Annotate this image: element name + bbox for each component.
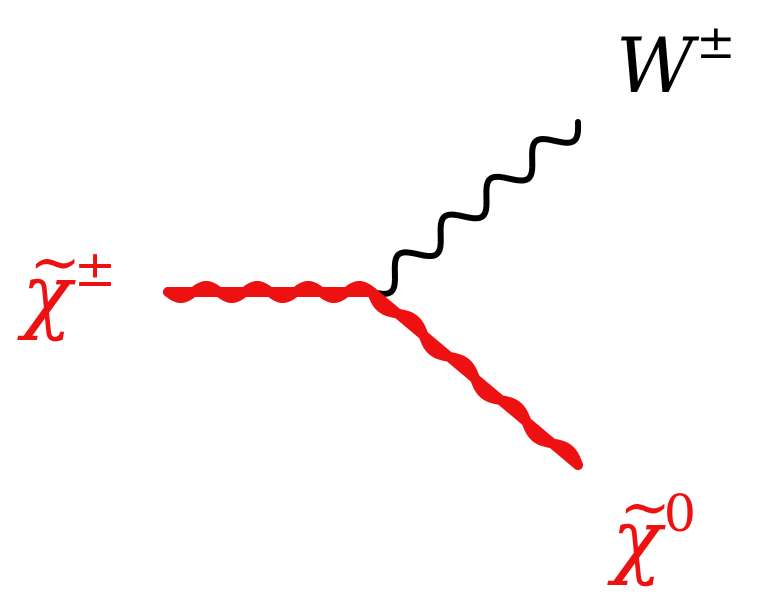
w-charge: ± xyxy=(696,15,736,71)
chargino-propagator xyxy=(163,280,377,304)
w-boson-label: W± xyxy=(616,19,736,104)
w-symbol: W xyxy=(616,21,695,110)
neutralino-label: ~χ0 xyxy=(612,476,696,582)
neutralino-charge: 0 xyxy=(663,484,697,544)
chargino-chi: χ xyxy=(22,248,72,343)
w-boson-propagator xyxy=(369,119,582,297)
neutralino-symbol: ~χ xyxy=(612,476,671,582)
chargino-wavy-line xyxy=(163,280,377,304)
chargino-symbol: ~χ xyxy=(22,231,81,337)
neutralino-tilde: ~ xyxy=(619,470,671,543)
neutralino-propagator xyxy=(367,287,583,470)
chargino-charge: ± xyxy=(73,239,117,299)
neutralino-wavy-line xyxy=(367,287,583,470)
chargino-label: ~χ± xyxy=(22,231,116,337)
chargino-tilde: ~ xyxy=(29,225,81,298)
neutralino-chi: χ xyxy=(612,493,662,588)
